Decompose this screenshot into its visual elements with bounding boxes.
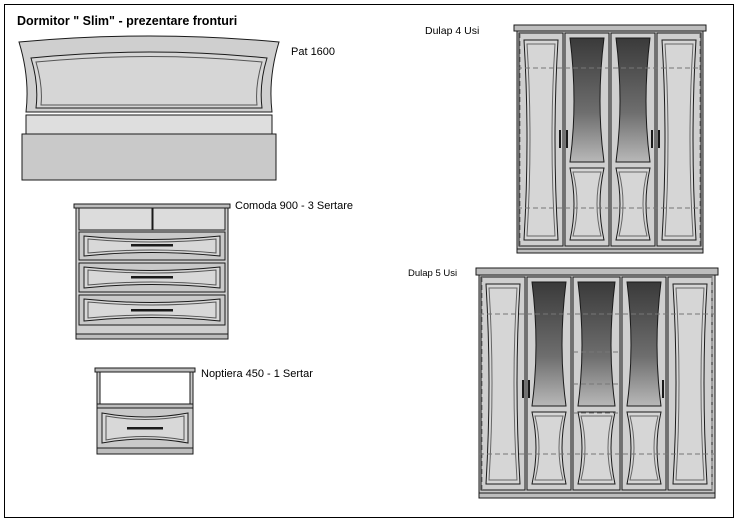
drawer-handle <box>131 276 173 279</box>
wardrobe4-plinth <box>516 248 704 254</box>
wardrobe5-door-5 <box>667 276 713 491</box>
wardrobe5-label: Dulap 5 Usi <box>408 268 458 279</box>
dresser-drawer <box>78 262 226 293</box>
wardrobe4-cornice <box>513 24 707 32</box>
nightstand-plinth <box>96 447 194 455</box>
bed-headboard-inset <box>30 51 268 109</box>
wardrobe5-plinth <box>478 492 716 499</box>
door-handle <box>651 130 653 148</box>
glass-panel <box>577 281 616 407</box>
bed-label: Pat 1600 <box>291 46 336 58</box>
dresser-drawing <box>73 203 231 340</box>
door-handle <box>559 130 561 148</box>
wardrobe4-door-4 <box>656 32 702 247</box>
drawer-handle <box>127 427 163 430</box>
nightstand-drawer <box>96 407 194 449</box>
bed-mattress <box>25 114 273 135</box>
wardrobe4-door-2 <box>564 32 610 247</box>
glass-panel <box>569 37 605 163</box>
wardrobe5-hidden-shelves <box>479 277 715 490</box>
glass-panel <box>626 281 662 407</box>
sheet-title: Dormitor " Slim" - prezentare fronturi <box>17 14 238 28</box>
wardrobe5-door-4 <box>621 276 670 491</box>
door-handle <box>528 380 530 398</box>
dresser-drawer <box>78 231 226 261</box>
bed-base <box>21 133 277 181</box>
wardrobe4-hidden-shelves <box>517 33 703 246</box>
wardrobe4-label: Dulap 4 Usi <box>425 25 480 37</box>
nightstand-top <box>94 367 196 373</box>
wardrobe5-drawing <box>475 267 719 499</box>
sheet-border <box>4 4 734 518</box>
dresser-top-panel-right <box>152 207 226 231</box>
wardrobe5-cornice <box>475 267 719 276</box>
wardrobe5-door-3 <box>572 276 621 491</box>
nightstand-open-shelf <box>99 371 191 405</box>
wardrobe5-door-2 <box>522 276 572 491</box>
wardrobe4-door-3 <box>610 32 656 247</box>
drawer-handle <box>131 309 173 312</box>
wardrobe4-door-1 <box>518 32 564 247</box>
wardrobe5-door-1 <box>480 276 526 491</box>
bed-headboard-inset-inner <box>35 56 263 106</box>
dresser-top-panel-left <box>78 207 153 231</box>
wardrobe4-drawing <box>513 24 707 254</box>
dresser-top <box>73 203 231 209</box>
door-handle <box>566 130 568 148</box>
bed-drawing <box>18 35 280 181</box>
dresser-label: Comoda 900 - 3 Sertare <box>235 200 354 212</box>
drawer-handle <box>131 244 173 247</box>
door-handle <box>658 130 660 148</box>
nightstand-label: Noptiera 450 - 1 Sertar <box>201 368 313 380</box>
door-handle <box>522 380 524 398</box>
glass-panel <box>615 37 651 163</box>
glass-panel <box>531 281 567 407</box>
nightstand-drawing <box>94 367 196 455</box>
door-handle <box>662 380 664 398</box>
dresser-plinth <box>75 333 229 340</box>
nightstand-shelf-board <box>96 403 194 409</box>
dresser-drawer <box>78 294 226 326</box>
